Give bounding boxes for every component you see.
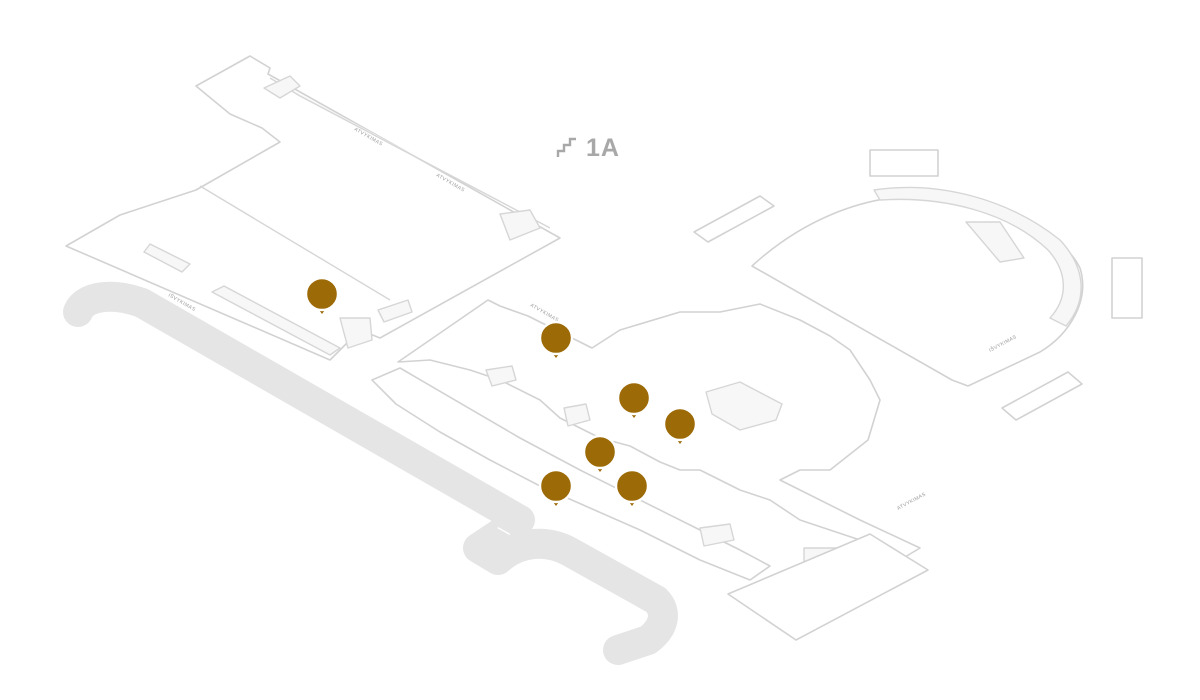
stairs-icon <box>556 137 576 157</box>
location-pin[interactable] <box>538 468 574 506</box>
central-concourse <box>371 299 921 581</box>
outbuildings <box>693 149 1143 421</box>
floor-indicator: 1A <box>556 132 620 164</box>
location-pin[interactable] <box>662 406 698 444</box>
location-pin[interactable] <box>614 468 650 506</box>
location-pin[interactable] <box>304 276 340 314</box>
location-pin[interactable] <box>582 434 618 472</box>
location-pin[interactable] <box>538 320 574 358</box>
floor-label: 1A <box>586 133 620 162</box>
location-pins[interactable] <box>304 276 698 506</box>
map-label: ATVYKIMAS <box>896 491 927 511</box>
west-terminal <box>65 55 561 361</box>
location-pin[interactable] <box>616 380 652 418</box>
east-pier <box>751 186 1084 387</box>
apron-road <box>63 281 678 665</box>
southeast-terminal <box>727 533 929 641</box>
